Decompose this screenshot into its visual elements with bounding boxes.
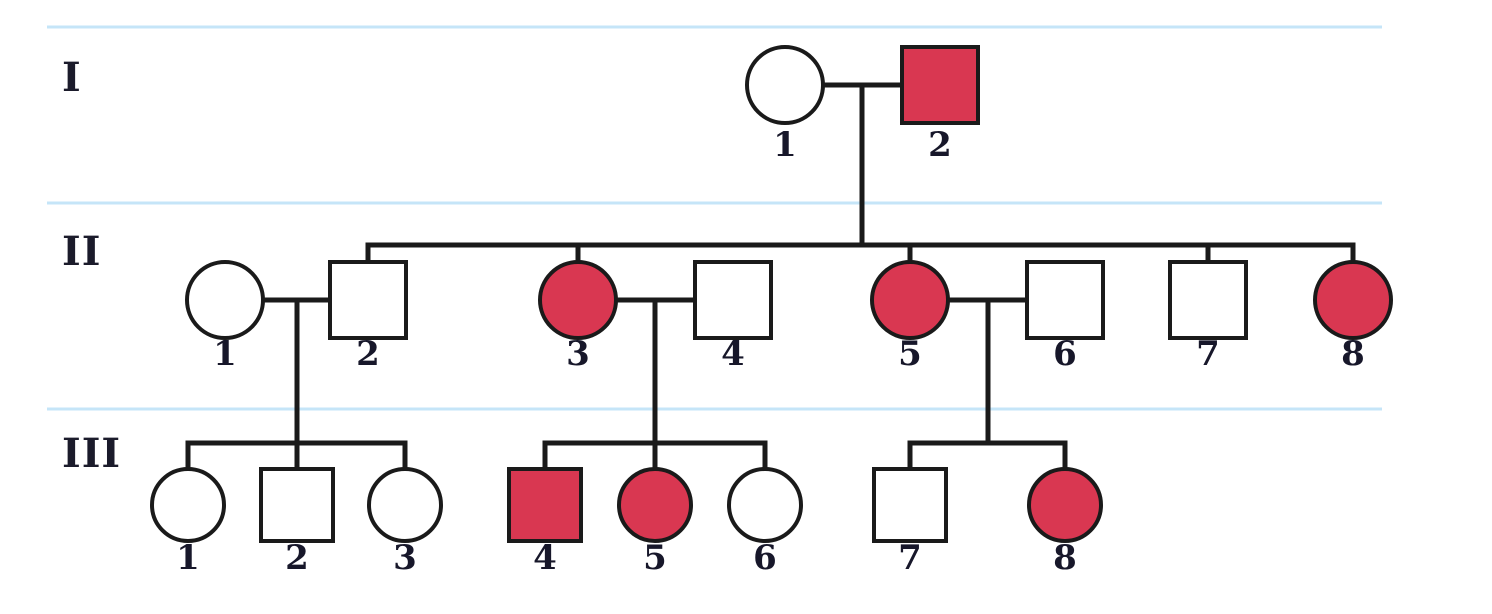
- generation-label-iii: III: [62, 430, 122, 477]
- pedigree-symbol-i-2-male-affected[interactable]: [900, 45, 980, 125]
- generation-label-i: I: [62, 54, 82, 101]
- pedigree-symbol-ii-3-female-affected[interactable]: [538, 260, 618, 340]
- pedigree-symbol-ii-7-male-unaffected[interactable]: [1168, 260, 1248, 340]
- pedigree-symbol-ii-1-female-unaffected[interactable]: [185, 260, 265, 340]
- individual-number-iii-4: 4: [533, 538, 557, 578]
- pedigree-symbol-ii-5-female-affected[interactable]: [870, 260, 950, 340]
- pedigree-symbol-iii-2-male-unaffected[interactable]: [259, 467, 335, 543]
- individual-number-ii-1: 1: [213, 334, 237, 374]
- pedigree-symbol-iii-6-female-unaffected[interactable]: [727, 467, 803, 543]
- pedigree-symbol-iii-4-male-affected[interactable]: [507, 467, 583, 543]
- pedigree-symbols: [150, 45, 1393, 543]
- pedigree-symbol-iii-5-female-affected[interactable]: [617, 467, 693, 543]
- individual-number-iii-5: 5: [643, 538, 667, 578]
- pedigree-symbol-ii-4-male-unaffected[interactable]: [693, 260, 773, 340]
- pedigree-symbol-ii-8-female-affected[interactable]: [1313, 260, 1393, 340]
- individual-number-ii-3: 3: [566, 334, 590, 374]
- individual-number-ii-6: 6: [1053, 334, 1077, 374]
- individual-number-ii-4: 4: [721, 334, 745, 374]
- pedigree-symbol-iii-3-female-unaffected[interactable]: [367, 467, 443, 543]
- individual-number-iii-8: 8: [1053, 538, 1077, 578]
- pedigree-symbol-i-1-female-unaffected[interactable]: [745, 45, 825, 125]
- pedigree-symbol-iii-8-female-affected[interactable]: [1027, 467, 1103, 543]
- individual-number-iii-2: 2: [285, 538, 309, 578]
- individual-number-i-2: 2: [928, 125, 952, 165]
- individual-number-i-1: 1: [773, 125, 797, 165]
- pedigree-connector-lines: [185, 82, 1356, 472]
- pedigree-symbol-ii-6-male-unaffected[interactable]: [1025, 260, 1105, 340]
- generation-label-ii: II: [62, 228, 102, 275]
- individual-number-iii-6: 6: [753, 538, 777, 578]
- individual-number-ii-5: 5: [898, 334, 922, 374]
- pedigree-symbol-ii-2-male-unaffected[interactable]: [328, 260, 408, 340]
- individual-number-ii-7: 7: [1196, 334, 1220, 374]
- pedigree-symbol-iii-1-female-unaffected[interactable]: [150, 467, 226, 543]
- individual-number-iii-3: 3: [393, 538, 417, 578]
- pedigree-symbol-iii-7-male-unaffected[interactable]: [872, 467, 948, 543]
- individual-number-iii-7: 7: [898, 538, 922, 578]
- individual-number-ii-8: 8: [1341, 334, 1365, 374]
- individual-number-ii-2: 2: [356, 334, 380, 374]
- individual-number-iii-1: 1: [176, 538, 200, 578]
- generation-guide-lines: [47, 25, 1382, 411]
